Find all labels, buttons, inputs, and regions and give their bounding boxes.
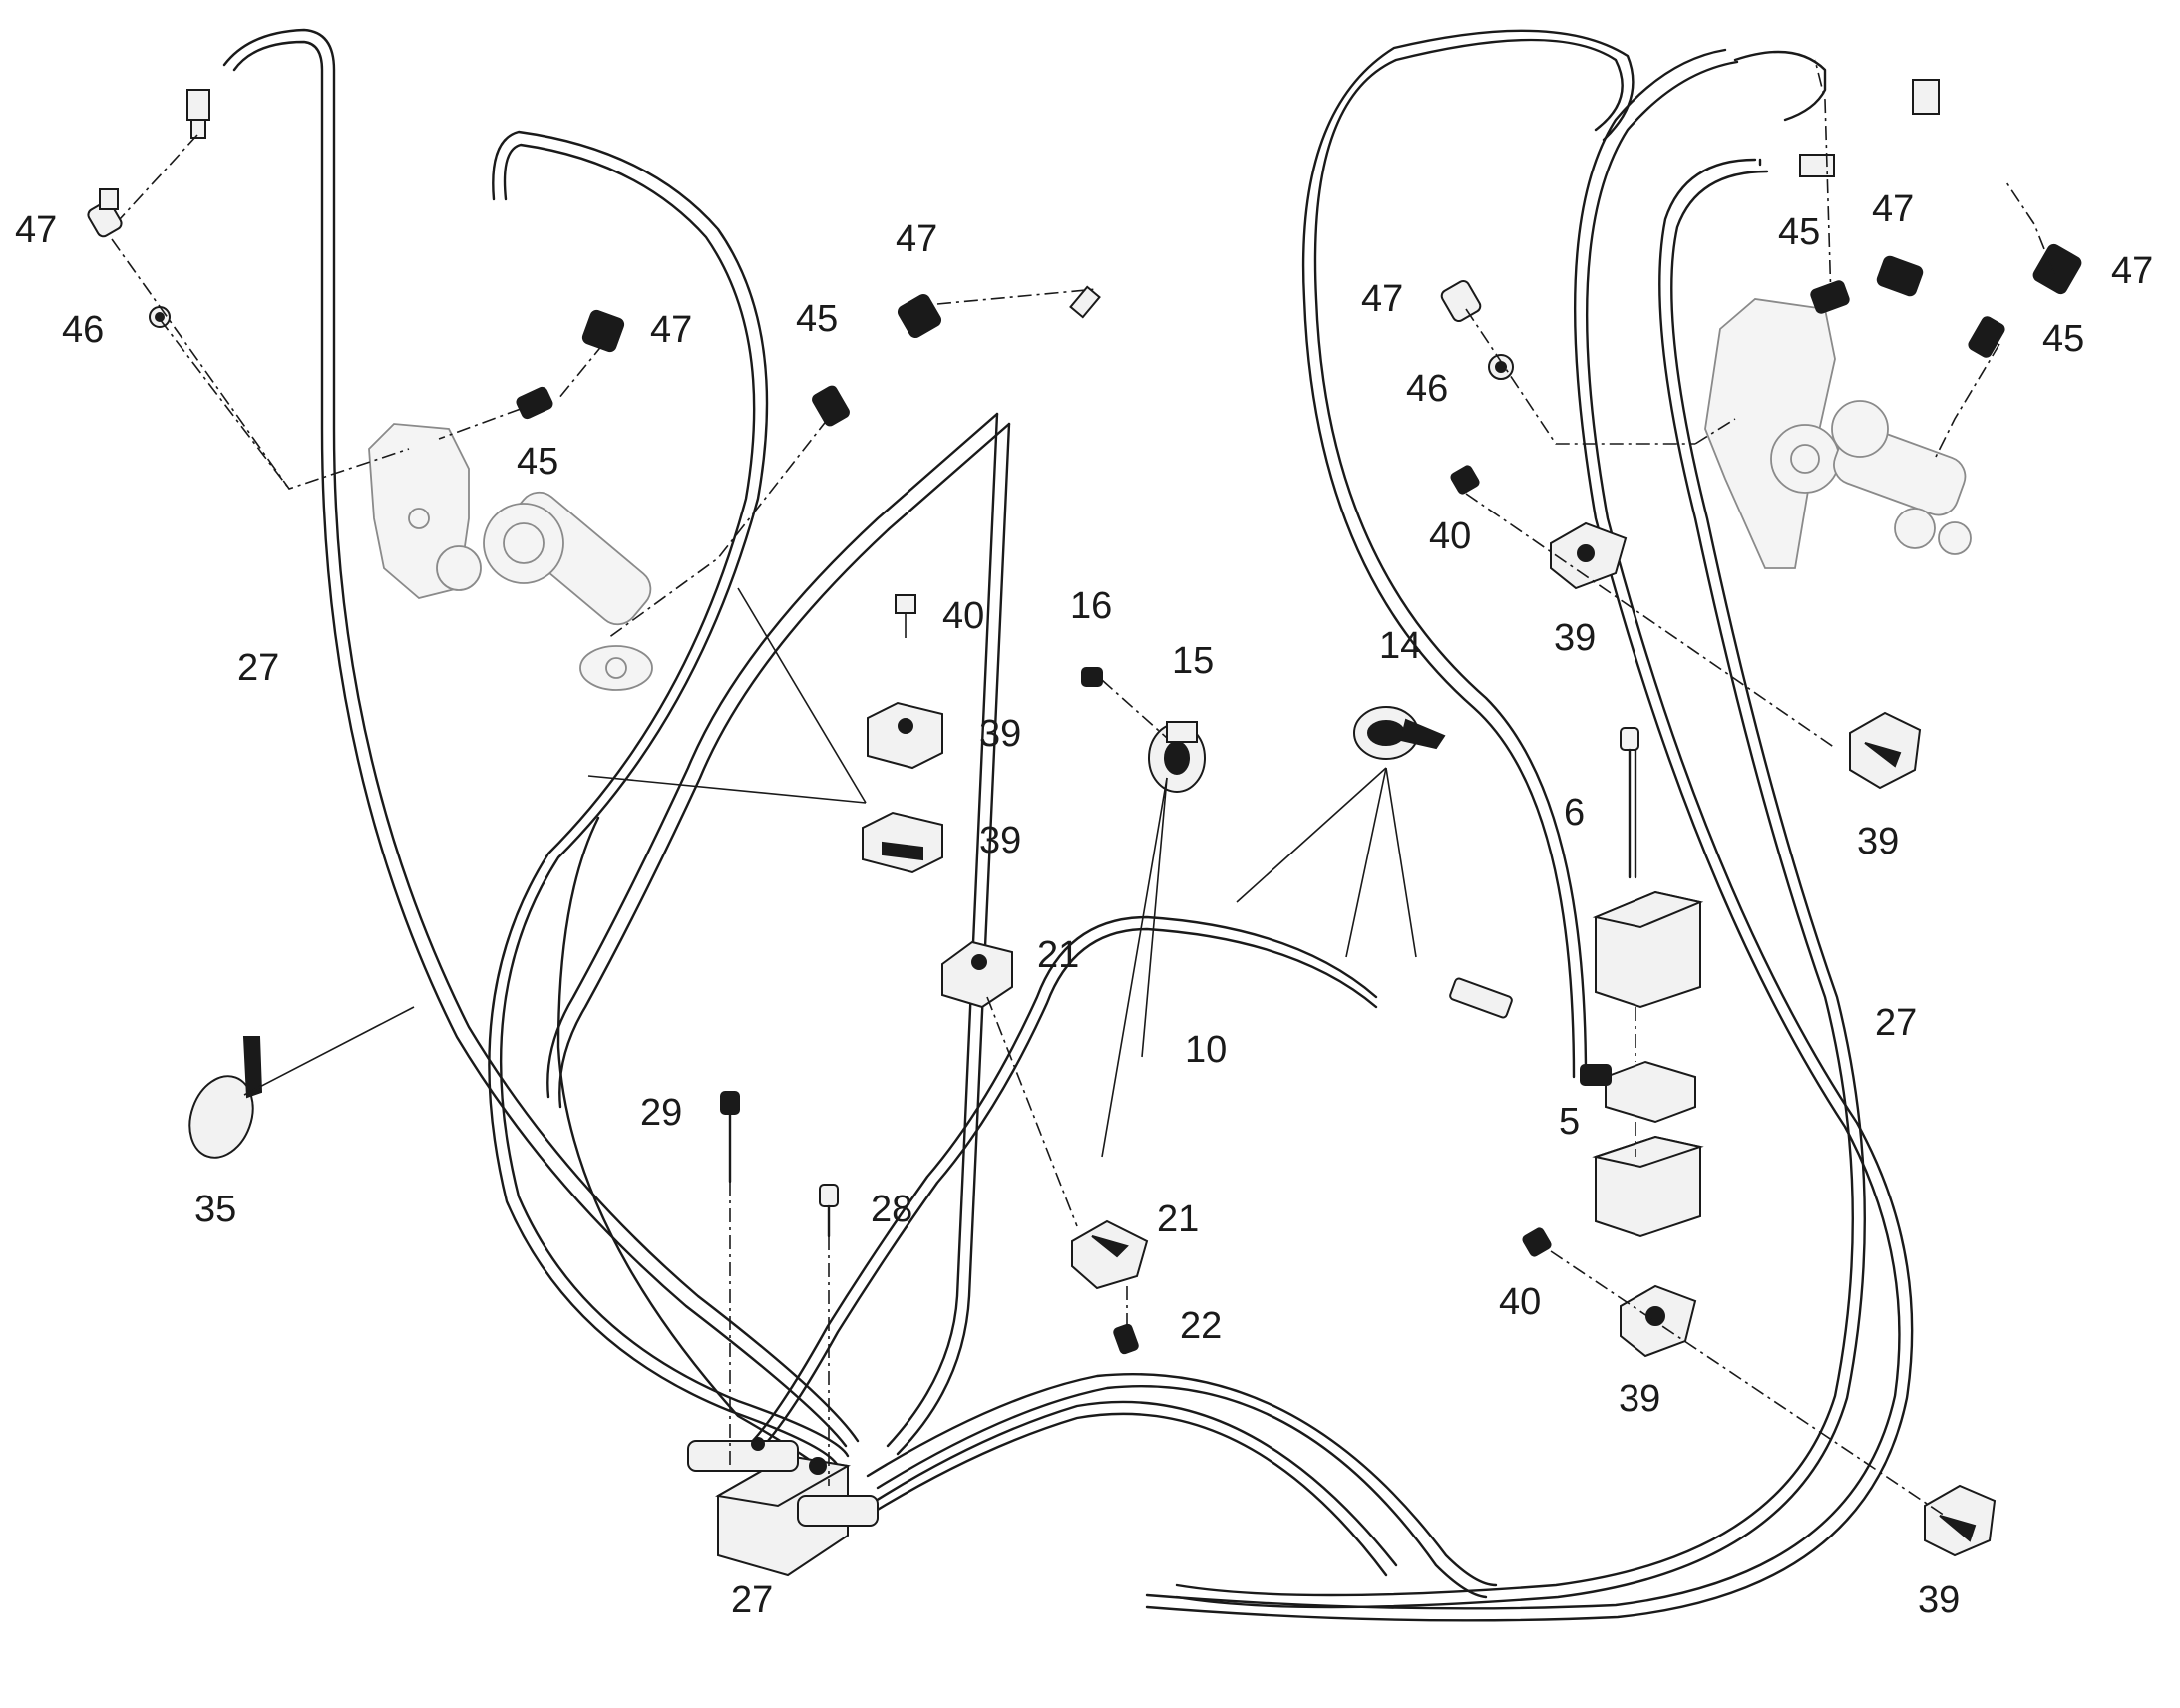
- callout-27: 27: [237, 647, 279, 689]
- screw-22: [1113, 1323, 1139, 1355]
- hose-end-d: [1912, 79, 1940, 115]
- callout-40: 40: [1499, 1281, 1541, 1323]
- callout-45: 45: [517, 441, 558, 483]
- right-cylinder-assembly: [1704, 298, 1972, 569]
- callout-45: 45: [1778, 211, 1820, 253]
- callout-47: 47: [896, 218, 937, 260]
- callout-labels: 47 46 47 45 47 45 27 40 39 39 16 15 14 4…: [15, 188, 2153, 1621]
- callout-39: 39: [1619, 1378, 1660, 1420]
- callout-45: 45: [2042, 318, 2084, 360]
- callout-28: 28: [871, 1189, 912, 1230]
- callout-47: 47: [1872, 188, 1914, 230]
- nut-46-b: [1488, 354, 1514, 380]
- distributor-block-upper: [1592, 890, 1704, 1009]
- clamp-39-e: [1620, 1284, 1697, 1358]
- screw-16: [1081, 667, 1103, 687]
- hose-end-a: [186, 89, 210, 139]
- elbow-fitting-47-c: [897, 293, 942, 339]
- adapter-45-b: [516, 386, 553, 420]
- callout-29: 29: [640, 1092, 682, 1134]
- manifold-block: [687, 1437, 879, 1577]
- adapter-45-c: [812, 385, 850, 427]
- cable-tie-35: [188, 1036, 263, 1159]
- hose-end-b: [1069, 285, 1101, 319]
- callout-5: 5: [1559, 1101, 1580, 1143]
- nut-46-a: [149, 306, 171, 328]
- clamp-39-b: [862, 811, 943, 874]
- clamp-39-f: [1924, 1484, 1997, 1557]
- clip-21-a: [941, 940, 1013, 1009]
- clip-21-b: [1071, 1219, 1149, 1290]
- hose-end-c: [1799, 154, 1835, 177]
- callout-47: 47: [15, 209, 57, 251]
- callout-40: 40: [942, 595, 984, 637]
- elbow-fitting-47-e: [1876, 255, 1924, 297]
- callout-22: 22: [1180, 1305, 1222, 1347]
- bolt-28: [819, 1184, 839, 1238]
- clamp-39-d: [1849, 711, 1922, 790]
- valve-block-5: [1580, 1060, 1696, 1124]
- callout-39: 39: [1918, 1579, 1960, 1621]
- elbow-fitting-47-d: [1440, 279, 1482, 323]
- callout-40: 40: [1429, 515, 1471, 557]
- callout-39: 39: [1554, 617, 1596, 659]
- elbow-fitting-47-f: [2032, 243, 2082, 295]
- adapter-45-e: [1968, 316, 2005, 358]
- callout-10: 10: [1185, 1029, 1227, 1071]
- callout-47: 47: [1361, 278, 1403, 320]
- clamp-39-c: [1550, 521, 1628, 590]
- callout-21: 21: [1157, 1198, 1199, 1240]
- screw-40-c: [1522, 1227, 1552, 1257]
- callout-39: 39: [979, 820, 1021, 861]
- callout-47: 47: [2111, 250, 2153, 292]
- clamp-39-a: [867, 701, 943, 770]
- screw-40-b: [1450, 465, 1480, 495]
- strap-14: [1353, 706, 1446, 760]
- screw-40-a: [895, 594, 916, 638]
- callout-21: 21: [1037, 934, 1079, 976]
- parts: [188, 465, 1997, 1557]
- callout-39: 39: [979, 713, 1021, 755]
- callout-46: 46: [1406, 368, 1448, 410]
- elbow-fitting-47-a: [87, 188, 123, 238]
- callout-14: 14: [1379, 625, 1421, 667]
- hoses: [222, 28, 1914, 1622]
- callout-39: 39: [1857, 821, 1899, 862]
- left-cylinder-assembly: [368, 423, 653, 691]
- callout-16: 16: [1070, 585, 1112, 627]
- callout-45: 45: [796, 298, 838, 340]
- distributor-block-lower: [1592, 1135, 1704, 1238]
- bolt-6: [1620, 727, 1639, 879]
- callout-27: 27: [1875, 1002, 1917, 1044]
- elbow-fitting-47-b: [581, 309, 625, 353]
- callout-27: 27: [731, 1579, 773, 1621]
- clamp-15: [1148, 721, 1206, 793]
- bolt-29: [720, 1091, 740, 1184]
- callout-6: 6: [1564, 792, 1585, 834]
- callout-15: 15: [1172, 640, 1214, 682]
- callout-47: 47: [650, 309, 692, 351]
- adapter-45-d: [1810, 280, 1850, 314]
- callout-46: 46: [62, 309, 104, 351]
- callout-35: 35: [194, 1189, 236, 1230]
- leader-lines: [111, 59, 2055, 1517]
- fittings: [87, 79, 2082, 1019]
- coupler-fitting-10: [1449, 977, 1513, 1019]
